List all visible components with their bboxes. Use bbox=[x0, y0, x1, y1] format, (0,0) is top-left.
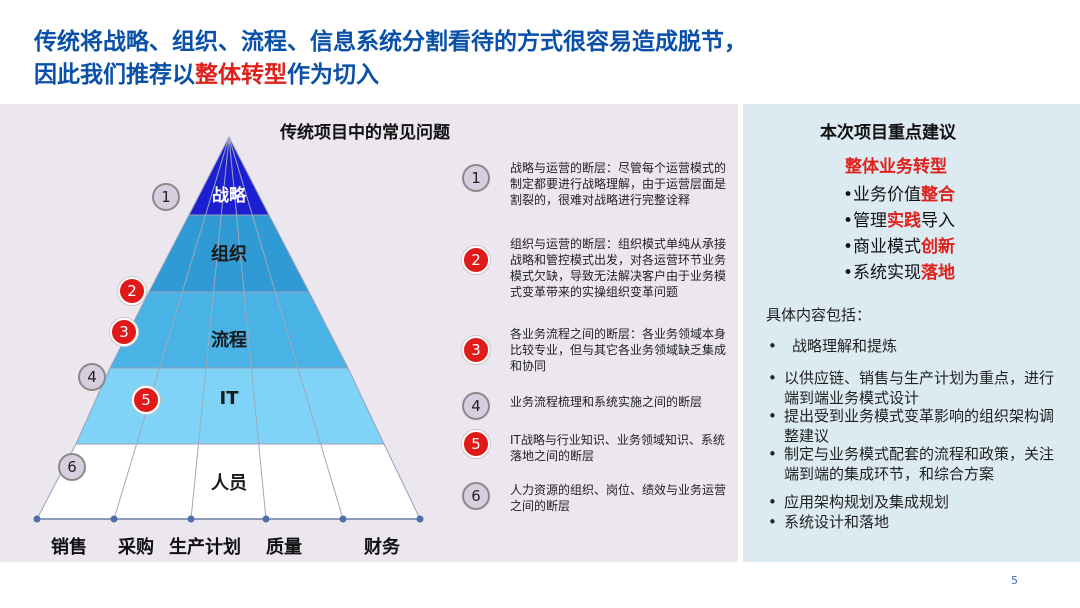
page-number: 5 bbox=[1011, 574, 1018, 587]
issue-badge: 1 bbox=[462, 164, 490, 192]
content-bullet-3: • 提出受到业务模式变革影响的组织架构调整建议 bbox=[768, 406, 1058, 446]
content-intro: 具体内容包括： bbox=[766, 306, 872, 324]
content-bullet-1: • 战略理解和提炼 bbox=[768, 336, 1058, 356]
issue-badge: 2 bbox=[462, 246, 490, 274]
layer-label-it: IT bbox=[219, 388, 239, 409]
bottom-label-finance: 财务 bbox=[364, 537, 400, 558]
bullet-mark: • bbox=[768, 407, 777, 425]
issue-text: 组织与运营的断层：组织模式单纯从承接战略和管控模式出发，对各运营环节业务模式欠缺… bbox=[510, 237, 727, 299]
content-bullet-5: • 应用架构规划及集成规划 bbox=[768, 492, 1058, 512]
pyramid-badge-1: 1 bbox=[152, 183, 180, 211]
bottom-label-purchase: 采购 bbox=[118, 537, 154, 558]
issue-badge: 5 bbox=[462, 430, 490, 458]
content-bullet-2: • 以供应链、销售与生产计划为重点，进行端到端业务模式设计 bbox=[768, 368, 1058, 408]
divider-line bbox=[190, 136, 230, 520]
base-dot bbox=[262, 515, 270, 523]
title-line-2-post: 作为切入 bbox=[287, 62, 379, 88]
base-dots bbox=[33, 515, 424, 523]
content-bullet-4: • 制定与业务模式配套的流程和政策，关注端到端的集成环节，和综合方案 bbox=[768, 444, 1058, 484]
title-line-1: 传统将战略、组织、流程、信息系统分割看待的方式很容易造成脱节， bbox=[34, 29, 747, 55]
divider-line bbox=[113, 136, 230, 520]
issue-badge: 4 bbox=[462, 392, 490, 420]
bullet-mark: • bbox=[768, 369, 777, 387]
slide-title: 传统将战略、组织、流程、信息系统分割看待的方式很容易造成脱节， 因此我们推荐以整… bbox=[34, 26, 1054, 92]
pyramid-badge-5: 5 bbox=[132, 386, 160, 414]
rec-highlight: 创新 bbox=[921, 237, 956, 257]
rec-highlight: 整合 bbox=[921, 185, 956, 205]
layer-label-strategy: 战略 bbox=[212, 186, 246, 206]
recommendation-item-4: •系统实现落地 bbox=[843, 258, 955, 283]
base-dot bbox=[416, 515, 424, 523]
bullet-mark: • bbox=[768, 513, 777, 531]
bottom-label-sales: 销售 bbox=[51, 537, 87, 558]
pyramid-badge-6: 6 bbox=[58, 453, 86, 481]
rec-text: •管理 bbox=[843, 211, 888, 231]
bullet-mark: • bbox=[768, 493, 777, 511]
recommendations-panel bbox=[743, 104, 1080, 562]
rec-text: •系统实现 bbox=[843, 263, 922, 283]
problems-heading: 传统项目中的常见问题 bbox=[280, 123, 450, 143]
issue-badge: 6 bbox=[462, 482, 490, 510]
base-dot bbox=[187, 515, 195, 523]
issue-text: IT战略与行业知识、业务领域知识、系统落地之间的断层 bbox=[510, 433, 725, 463]
rec-text: •业务价值 bbox=[843, 185, 922, 205]
pyramid-badge-3: 3 bbox=[110, 318, 138, 346]
rec-highlight: 落地 bbox=[921, 263, 956, 283]
issue-text: 业务流程梳理和系统实施之间的断层 bbox=[510, 395, 703, 409]
base-dot bbox=[110, 515, 118, 523]
bullet-text: 以供应链、销售与生产计划为重点，进行端到端业务模式设计 bbox=[784, 369, 1055, 407]
pyramid-badge-2: 2 bbox=[118, 277, 146, 305]
issue-badge: 3 bbox=[462, 336, 490, 364]
recommendation-item-1: •业务价值整合 bbox=[843, 180, 955, 205]
bullet-text: 系统设计和落地 bbox=[784, 513, 890, 531]
bullet-text: 应用架构规划及集成规划 bbox=[784, 493, 950, 511]
rec-text: •商业模式 bbox=[843, 237, 922, 257]
issue-text: 战略与运营的断层：尽管每个运营模式的制定都要进行战略理解，由于运营层面是割裂的，… bbox=[510, 161, 727, 207]
title-highlight: 整体转型 bbox=[195, 62, 287, 88]
rec-text-post: 导入 bbox=[921, 211, 956, 231]
layer-label-org: 组织 bbox=[211, 244, 247, 265]
bullet-text: 战略理解和提炼 bbox=[792, 337, 898, 355]
bullet-text: 制定与业务模式配套的流程和政策，关注端到端的集成环节，和综合方案 bbox=[784, 445, 1055, 483]
rec-highlight: 实践 bbox=[887, 211, 922, 231]
layer-label-process: 流程 bbox=[211, 330, 247, 351]
recommendation-headline: 整体业务转型 bbox=[845, 157, 947, 177]
layer-label-people: 人员 bbox=[211, 473, 247, 494]
base-dot bbox=[339, 515, 347, 523]
pyramid-badge-4: 4 bbox=[78, 363, 106, 391]
bullet-mark: • bbox=[768, 445, 777, 463]
title-line-2-pre: 因此我们推荐以 bbox=[34, 62, 195, 88]
content-bullet-6: • 系统设计和落地 bbox=[768, 512, 1058, 532]
recommendations-heading: 本次项目重点建议 bbox=[820, 123, 956, 143]
base-dot bbox=[33, 515, 41, 523]
bullet-text: 提出受到业务模式变革影响的组织架构调整建议 bbox=[784, 407, 1055, 445]
pyramid-dividers bbox=[113, 136, 344, 520]
title-line-2: 因此我们推荐以整体转型作为切入 bbox=[34, 59, 1054, 92]
divider-line bbox=[228, 136, 267, 520]
recommendation-item-3: •商业模式创新 bbox=[843, 232, 955, 257]
bullet-mark: • bbox=[768, 337, 777, 355]
bottom-label-quality: 质量 bbox=[266, 537, 302, 558]
divider-line bbox=[228, 136, 344, 520]
issue-text: 各业务流程之间的断层：各业务领域本身比较专业，但与其它各业务领域缺乏集成和协同 bbox=[510, 327, 727, 373]
recommendation-item-2: •管理实践导入 bbox=[843, 206, 955, 231]
issue-text: 人力资源的组织、岗位、绩效与业务运营之间的断层 bbox=[510, 483, 727, 513]
bottom-label-production: 生产计划 bbox=[169, 537, 241, 558]
